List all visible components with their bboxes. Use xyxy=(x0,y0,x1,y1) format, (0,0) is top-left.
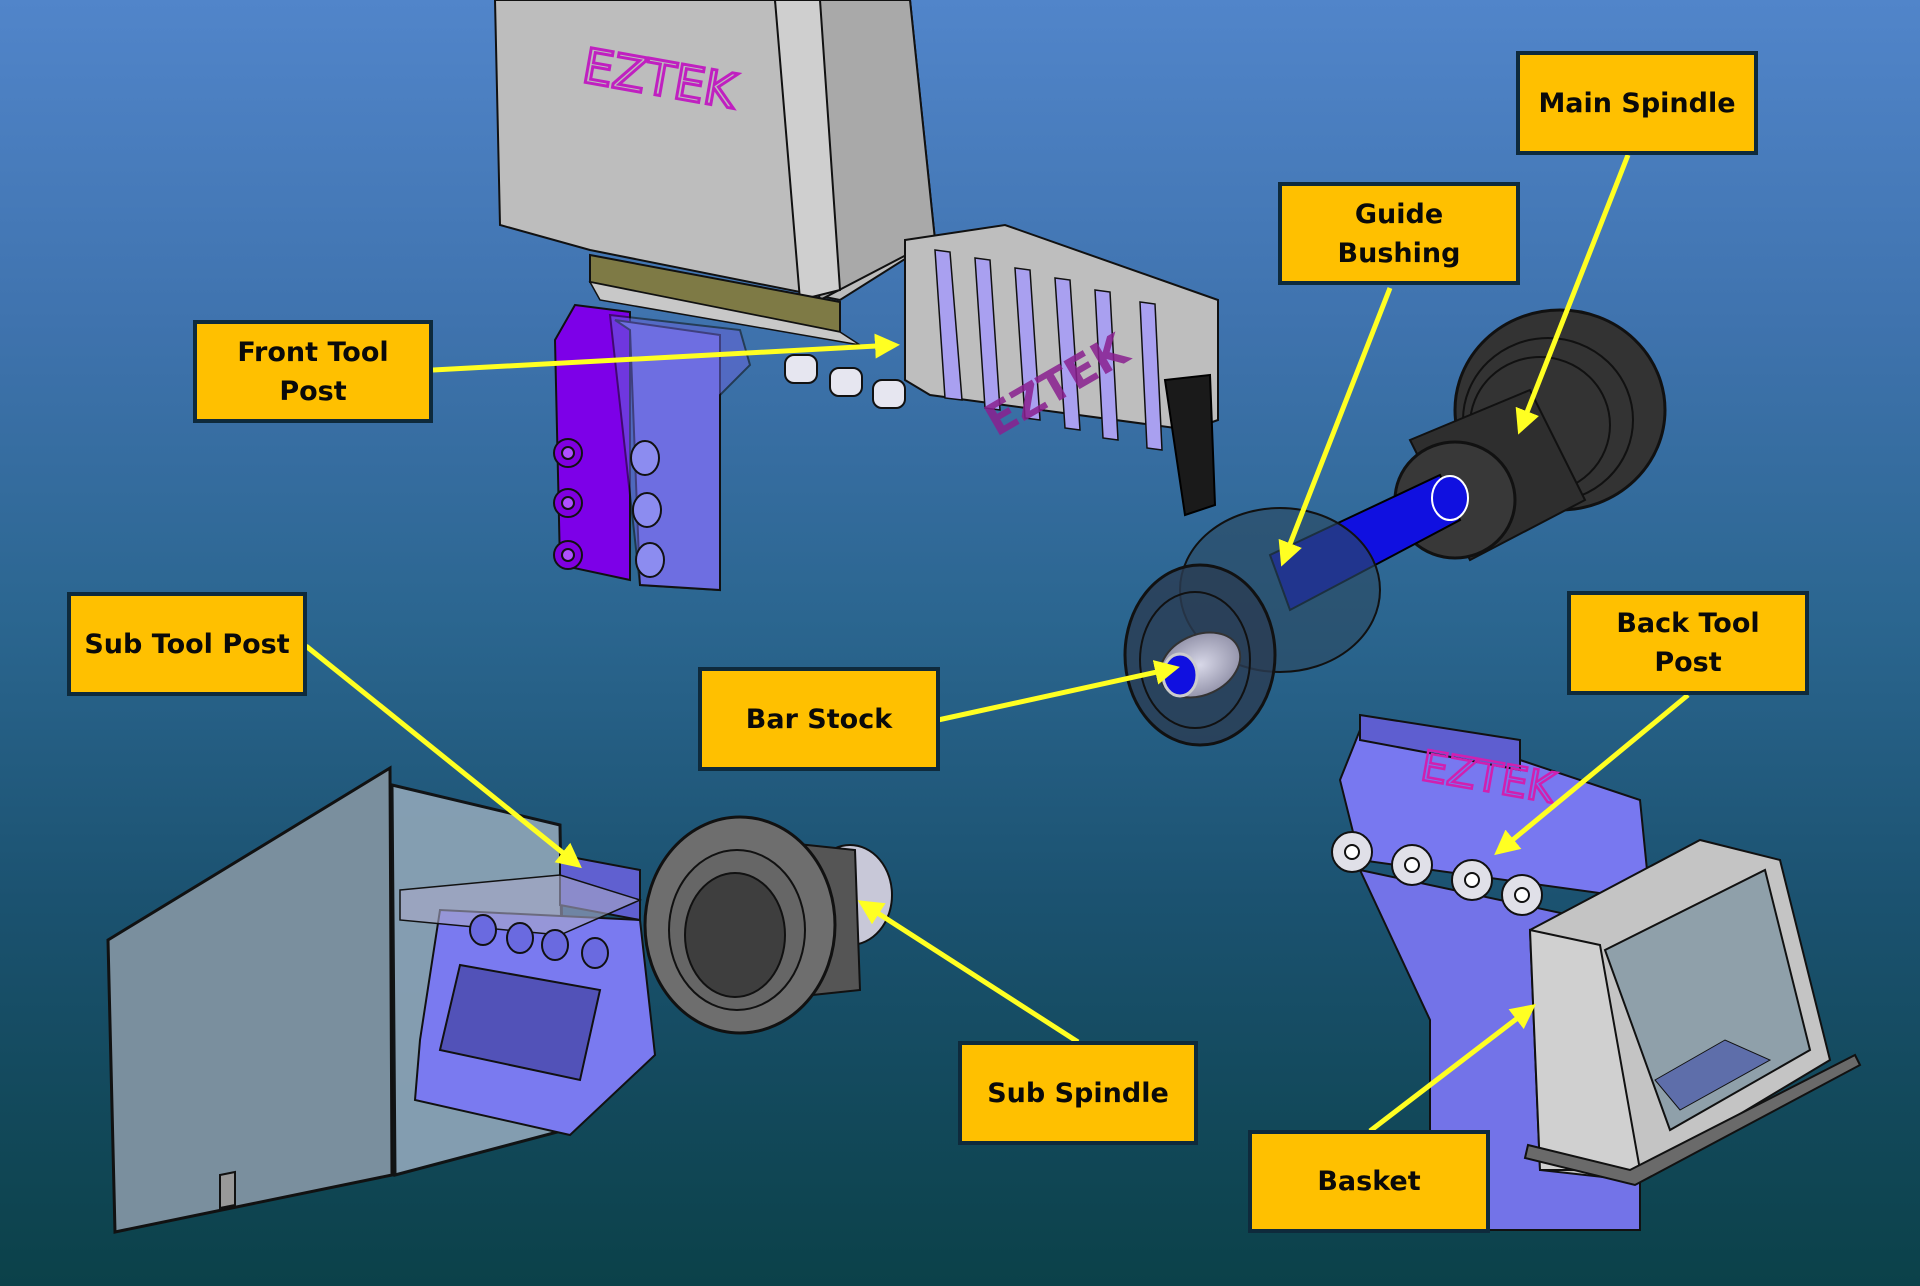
leader-lines xyxy=(304,154,1690,1133)
housing-front-strip xyxy=(773,0,842,302)
sub-tool-post-assembly xyxy=(106,765,657,1234)
basket-flange xyxy=(1523,1053,1862,1187)
leader-back-tool-post xyxy=(1494,693,1690,856)
leader-bar-stock xyxy=(937,660,1180,723)
sub-spindle-assembly xyxy=(643,815,893,1035)
gang-tool-slots xyxy=(934,249,1163,451)
callout-front-tool-post: Front Tool Post xyxy=(193,320,433,423)
leader-sub-spindle xyxy=(857,900,1080,1045)
guard-panel-left xyxy=(106,765,394,1234)
leader-front-tool-post xyxy=(432,333,900,373)
callout-basket: Basket xyxy=(1248,1130,1490,1233)
sub-tool-holes xyxy=(469,914,609,969)
callout-guide-bushing: Guide Bushing xyxy=(1278,182,1520,285)
back-tool-collets xyxy=(1331,831,1543,916)
gang-black-block xyxy=(1163,373,1217,517)
sub-tool-post-shelf xyxy=(399,874,643,936)
callout-sub-tool-post: Sub Tool Post xyxy=(67,592,307,696)
collets xyxy=(784,354,906,409)
basket-window-bottom xyxy=(1654,1039,1772,1111)
callout-main-spindle: Main Spindle xyxy=(1516,51,1758,155)
callout-bar-stock: Bar Stock xyxy=(698,667,940,771)
bar-stock-end xyxy=(1161,652,1199,698)
back-tool-post-top xyxy=(1359,713,1521,772)
leader-guide-bushing xyxy=(1278,287,1393,567)
leader-main-spindle xyxy=(1515,154,1631,435)
leader-sub-tool-post xyxy=(304,644,582,869)
callout-sub-spindle: Sub Spindle xyxy=(958,1041,1198,1145)
sub-tool-chip-opening xyxy=(438,963,602,1082)
main-spindle-assembly xyxy=(1123,308,1667,747)
sub-spindle-bore xyxy=(684,872,786,998)
leader-basket xyxy=(1368,1003,1536,1133)
callout-back-tool-post: Back Tool Post xyxy=(1567,591,1809,695)
front-tool-post-assembly: EZTEK EZTEK xyxy=(493,0,1219,592)
coolant-fittings xyxy=(553,438,665,578)
guard-foot xyxy=(219,1170,236,1210)
